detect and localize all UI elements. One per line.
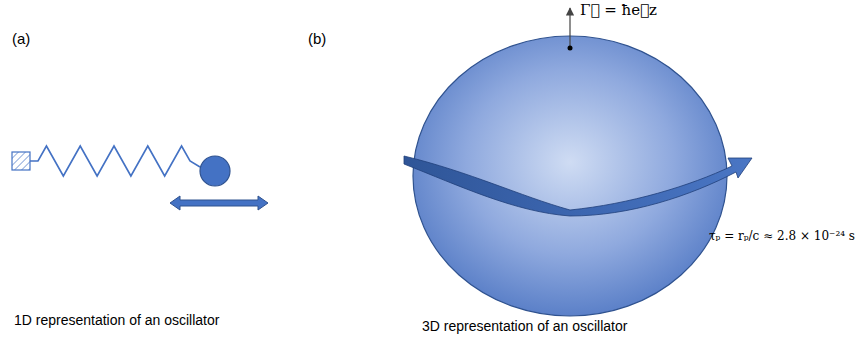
rotation-arrow [404, 156, 752, 216]
spring [30, 146, 200, 176]
angular-momentum-arrow [569, 8, 570, 48]
double-arrow [170, 196, 268, 210]
wall [12, 152, 30, 170]
panel-label: (a) [12, 30, 30, 47]
caption: 1D representation of an oscillator [14, 312, 219, 328]
dot [568, 46, 573, 51]
panel-label: (b) [308, 30, 326, 47]
formula: τₚ = rₚ/c ≈ 2.8 × 10⁻²⁴ s [709, 230, 855, 244]
mass [200, 156, 230, 186]
formula: Γ⃗ = ħe⃗z [580, 2, 657, 19]
caption: 3D representation of an oscillator [422, 318, 627, 334]
